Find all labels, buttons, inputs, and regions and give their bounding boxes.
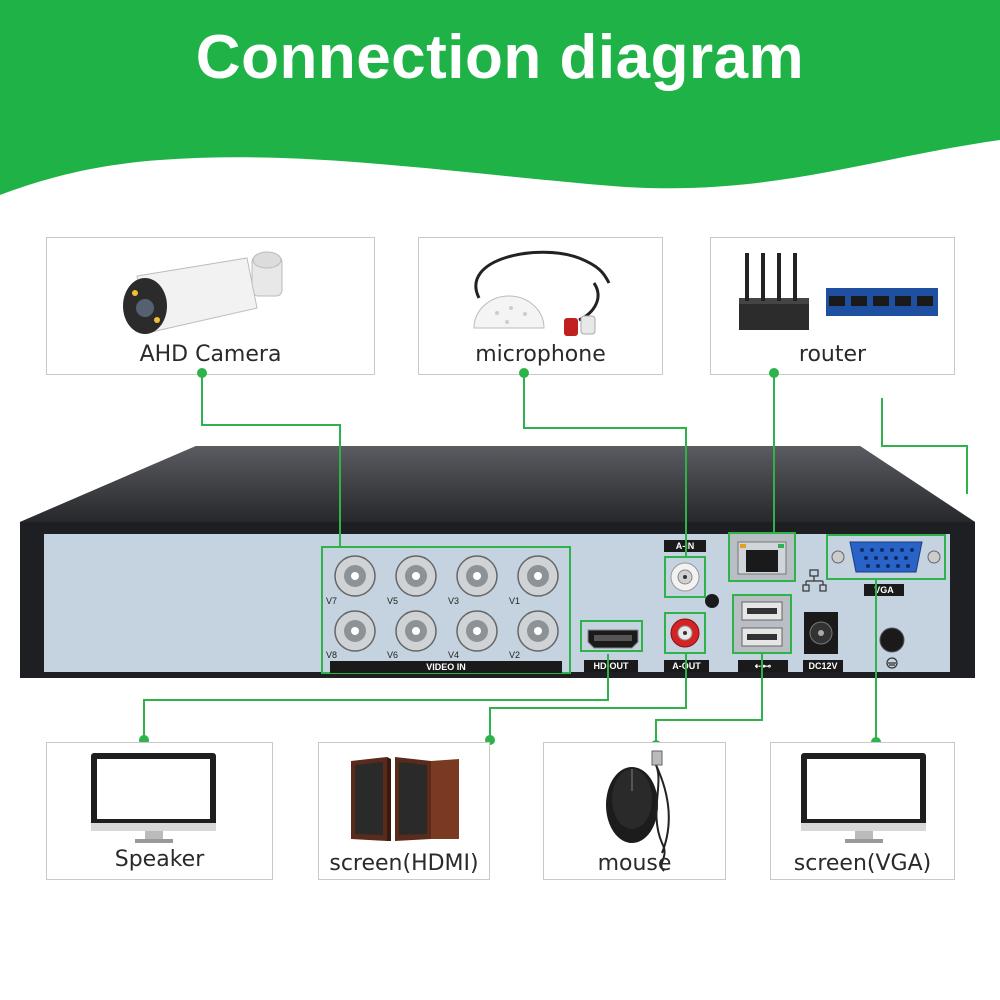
hdmi-label: HD-OUT [584,660,638,672]
video-input-label: V6 [387,650,399,660]
device-box-router: router [710,237,955,375]
device-box-camera: AHD Camera [46,237,375,375]
bnc-connector-group [334,555,559,652]
device-label-screen-vga: screen(VGA) [793,851,932,876]
hdmi-icon [587,629,639,649]
video-input-label: V2 [509,650,521,660]
lan-port [728,532,796,582]
vga-port [826,534,946,580]
audio-in-port [664,556,706,598]
audio-in-label: A-IN [664,540,706,552]
audio-out-port [664,612,706,654]
audio-out-label: A-OUT [664,660,709,672]
video-input-label: V3 [448,596,460,606]
mouse-icon [606,750,670,872]
video-in-label: VIDEO IN [330,661,562,673]
video-in-panel: V7 V5 V3 V1 V8 V6 V4 V2 VIDEO IN [321,546,571,674]
page-title: Connection diagram [195,23,805,92]
device-box-mouse: mouse [543,742,726,880]
vga-icon [831,541,941,573]
video-input-label: V7 [326,596,338,606]
device-box-screen-vga: screen(VGA) [770,742,955,880]
usb-ports [732,594,792,654]
power-port [804,612,838,654]
rca-white-icon [670,562,700,592]
device-box-microphone: microphone [418,237,663,375]
camera-icon [123,251,283,334]
rca-red-icon [670,618,700,648]
device-label-microphone: microphone [475,342,606,367]
dc-jack-icon [809,621,833,645]
speaker-icon [351,757,459,841]
hdmi-port [580,620,643,652]
usb-label: ⇠⊷ [738,660,788,672]
ethernet-icon [737,541,787,575]
device-label-router: router [798,342,867,367]
device-label-speaker: Speaker [114,847,205,872]
device-box-screen-hdmi: screen(HDMI) [318,742,490,880]
vga-label: VGA [864,584,904,596]
device-label-screen-hdmi: screen(HDMI) [329,851,479,876]
power-label: DC12V [803,660,843,672]
video-input-label: V8 [326,650,338,660]
device-box-speaker: Speaker [46,742,273,880]
monitor-icon [801,753,926,843]
usb-icon [741,601,783,647]
monitor-icon [91,753,216,843]
header-banner [0,0,1000,195]
device-label-mouse: mouse [597,851,672,876]
router-icon [739,253,938,330]
microphone-icon [473,250,611,336]
video-input-label: V1 [509,596,521,606]
video-input-label: V4 [448,650,460,660]
device-label-camera: AHD Camera [139,342,282,367]
video-input-label: V5 [387,596,399,606]
